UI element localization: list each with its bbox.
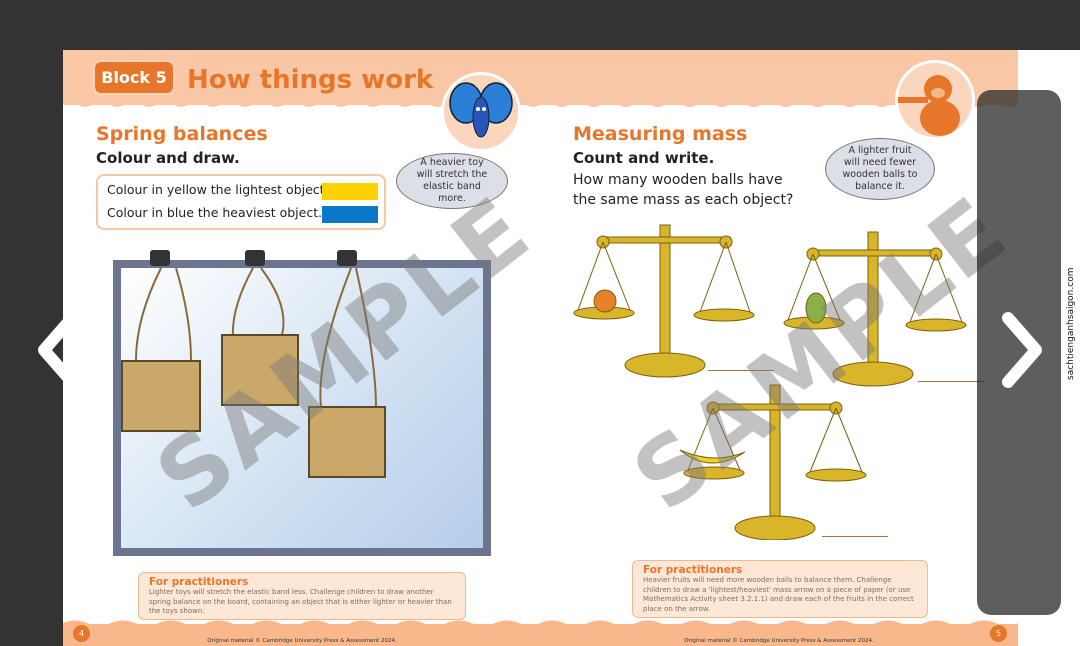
speech-bubble: A lighter fruit will need fewer wooden b… <box>825 138 935 200</box>
practitioners-note: For practitioners Heavier fruits will ne… <box>632 560 928 618</box>
practitioners-note: For practitioners Lighter toys will stre… <box>138 572 466 620</box>
left-page: Block 5 How things work A heavier toy wi… <box>63 50 541 646</box>
section-heading: Spring balances <box>96 123 268 145</box>
balance-scales <box>573 224 967 540</box>
footer-band <box>540 624 1018 646</box>
chevron-right-icon[interactable] <box>998 310 1048 390</box>
question: How many wooden balls have the same mass… <box>573 172 794 208</box>
spring-balance-board <box>113 260 491 556</box>
answer-line[interactable] <box>822 536 888 537</box>
toy-box-teddy <box>221 334 299 406</box>
chevron-left-icon[interactable] <box>32 310 82 390</box>
yellow-swatch <box>322 183 378 200</box>
clip-icon <box>337 250 357 266</box>
footer-band <box>63 624 541 646</box>
section-heading: Measuring mass <box>573 123 748 145</box>
blue-swatch <box>322 206 378 223</box>
clip-icon <box>245 250 265 266</box>
butterfly-avatar <box>441 72 521 152</box>
orangutan-avatar <box>895 60 975 140</box>
answer-line[interactable] <box>918 381 984 382</box>
header-wave <box>63 98 541 107</box>
key-lightest-label: Colour in yellow the lightest object. <box>107 182 329 197</box>
orangutan-icon <box>898 75 960 136</box>
viewer-top-bar <box>0 0 1080 50</box>
practitioners-heading: For practitioners <box>643 564 743 576</box>
page-title: How things work <box>187 65 434 95</box>
practitioners-heading: For practitioners <box>149 576 249 588</box>
speech-bubble: A heavier toy will stretch the elastic b… <box>396 153 508 209</box>
answer-line[interactable] <box>708 370 774 371</box>
site-watermark: sachtienganhsaigon.com <box>1066 267 1076 380</box>
instruction: Colour and draw. <box>96 149 240 167</box>
scale-orange <box>573 224 755 378</box>
scale-banana <box>679 384 867 540</box>
toy-box-robot <box>121 360 201 432</box>
toy-box-book <box>308 406 386 478</box>
butterfly-icon <box>449 82 513 138</box>
practitioners-text: Lighter toys will stretch the elastic ba… <box>149 588 452 615</box>
right-page: A lighter fruit will need fewer wooden b… <box>540 50 1018 646</box>
key-heaviest-label: Colour in blue the heaviest object. <box>107 205 323 220</box>
copyright: Original material © Cambridge University… <box>207 638 397 644</box>
clip-icon <box>150 250 170 266</box>
copyright: Original material © Cambridge University… <box>684 638 874 644</box>
page-number: 5 <box>990 625 1007 642</box>
elastic-bands <box>135 268 377 409</box>
practitioners-text: Heavier fruits will need more wooden bal… <box>643 576 914 613</box>
block-badge: Block 5 <box>95 62 173 93</box>
next-page-panel[interactable] <box>977 90 1061 615</box>
scale-pear <box>783 231 967 387</box>
colour-key: Colour in yellow the lightest object. Co… <box>96 174 386 230</box>
instruction: Count and write. <box>573 149 715 167</box>
page-number: 4 <box>73 625 90 642</box>
